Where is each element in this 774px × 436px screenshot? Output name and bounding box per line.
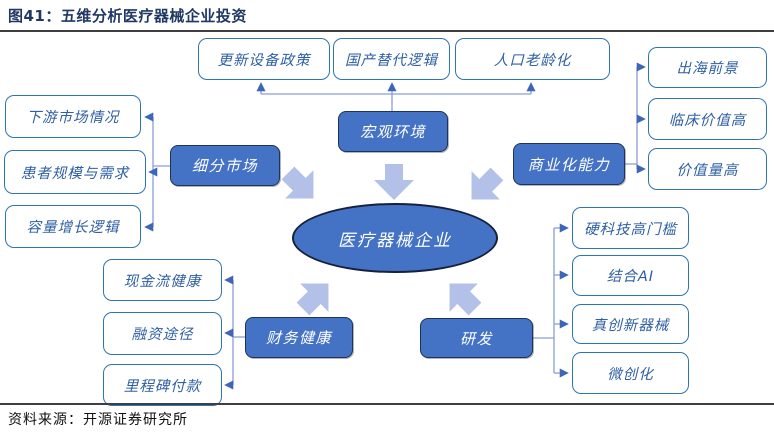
factor-cashflow-health: 现金流健康 (103, 259, 222, 301)
factor-milestone-payments: 里程碑付款 (103, 364, 222, 406)
footer-divider (0, 403, 774, 405)
center-node-medical-device-enterprise: 医疗器械企业 (292, 203, 498, 273)
factor-financing-channels: 融资途径 (103, 312, 222, 355)
factor-label: 人口老龄化 (493, 52, 572, 69)
dimension-node-rnd: 研发 (420, 318, 533, 358)
factor-label: 价值量高 (676, 162, 739, 179)
factor-label: 患者规模与需求 (20, 165, 130, 182)
rnd-connectors (533, 223, 569, 378)
big-arrow-rnd-to-center (449, 283, 482, 316)
factor-label: 结合AI (606, 269, 655, 285)
big-arrow-macro-to-center (374, 164, 414, 200)
node-label: 商业化能力 (527, 155, 611, 174)
factor-label: 现金流健康 (123, 273, 202, 290)
factor-population-aging: 人口老龄化 (455, 38, 610, 80)
factor-label: 里程碑付款 (123, 378, 202, 395)
commercial-connectors (625, 62, 646, 174)
big-arrow-segment-to-center (281, 166, 314, 199)
factor-label: 出海前景 (676, 61, 739, 77)
factor-label: 硬科技高门槛 (584, 221, 677, 238)
factor-label: 更新设备政策 (217, 52, 311, 69)
dimension-node-financial-health: 财务健康 (245, 317, 353, 358)
center-label: 医疗器械企业 (338, 230, 452, 251)
factor-label: 微创化 (607, 366, 654, 383)
factor-label: 下游市场情况 (26, 110, 120, 126)
dimension-node-market-segment: 细分市场 (170, 145, 280, 186)
big-arrows (281, 164, 504, 316)
segment-connectors (144, 112, 170, 232)
source-note: 资料来源：开源证券研究所 (8, 412, 188, 428)
factor-ai-integration: 结合AI (572, 255, 689, 296)
factor-label: 真创新器械 (591, 317, 670, 334)
dimension-node-macro-environment: 宏观环境 (338, 111, 448, 152)
factor-patient-scale-demand: 患者规模与需求 (4, 150, 146, 194)
node-label: 宏观环境 (359, 123, 426, 141)
dimension-node-commercialization: 商业化能力 (513, 143, 625, 185)
title-divider (0, 30, 774, 32)
factor-true-innovative-devices: 真创新器械 (572, 304, 689, 344)
factor-label: 国产替代逻辑 (345, 52, 438, 69)
factor-capacity-growth-logic: 容量增长逻辑 (5, 205, 141, 248)
factor-label: 融资途径 (131, 327, 194, 343)
factor-high-value-volume: 价值量高 (648, 148, 767, 190)
factor-minimally-invasive: 微创化 (572, 352, 689, 394)
finance-connectors (224, 275, 245, 390)
factor-equipment-update-policy: 更新设备政策 (198, 38, 330, 80)
figure-title: 图41：五维分析医疗器械企业投资 (8, 7, 247, 25)
factor-label: 容量增长逻辑 (26, 220, 120, 236)
factor-downstream-market: 下游市场情况 (5, 95, 141, 138)
big-arrow-finance-to-center (296, 283, 329, 316)
factor-label: 临床价值高 (668, 112, 747, 129)
factor-high-clinical-value: 临床价值高 (648, 98, 767, 140)
macro-connectors (256, 82, 536, 111)
node-label: 财务健康 (265, 329, 332, 347)
node-label: 细分市场 (191, 157, 258, 175)
node-label: 研发 (459, 329, 493, 348)
factor-hard-tech-high-barrier: 硬科技高门槛 (572, 207, 689, 249)
big-arrow-commercial-to-center (471, 167, 504, 200)
factor-domestic-substitution-logic: 国产替代逻辑 (333, 38, 450, 80)
factor-overseas-prospects: 出海前景 (648, 47, 767, 88)
